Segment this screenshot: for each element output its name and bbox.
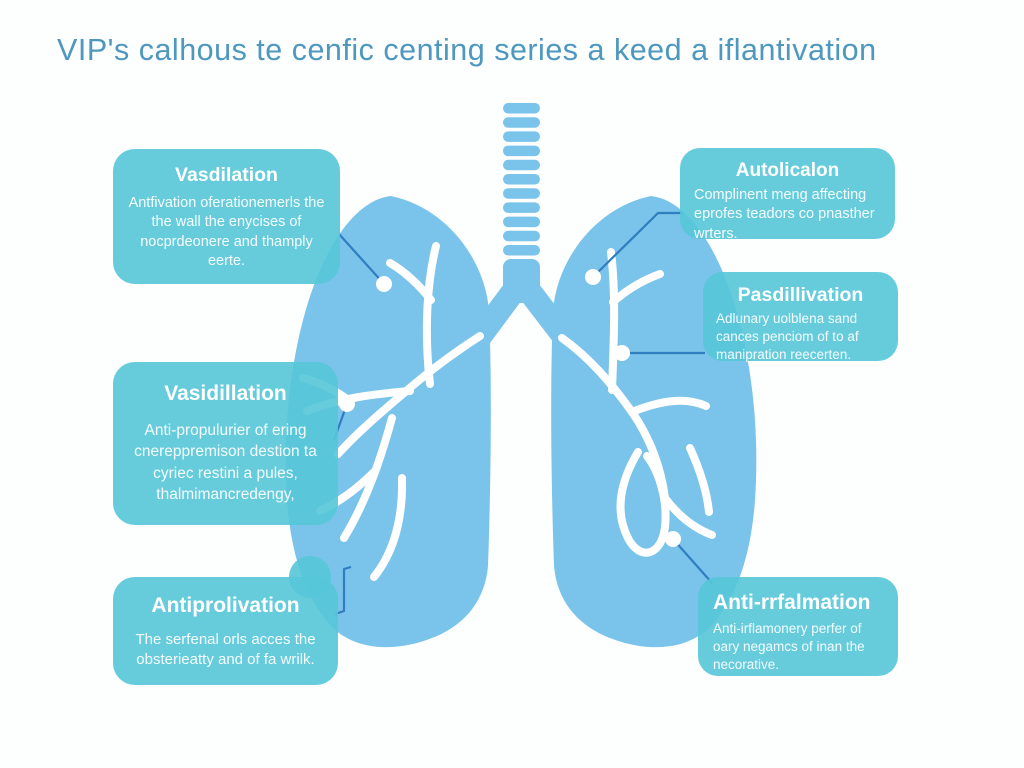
callout-vasidillation: Vasidillation Anti-propulurier of ering …: [113, 362, 338, 525]
connector-dots: [339, 269, 681, 547]
connector-dot: [339, 396, 355, 412]
callout-anti-rrfalmation: Anti-rrfalmation Anti-irflamonery perfer…: [698, 577, 898, 676]
callout-vasdilation: Vasdilation Antfivation oferationemerls …: [113, 149, 340, 284]
callout-body: Adlunary uolblena sand cances penciom of…: [716, 311, 859, 362]
leader-lines: [332, 211, 713, 616]
leader-bottom-right: [672, 538, 713, 584]
callout-title: Vasidillation: [164, 382, 287, 405]
page-title: VIP's calhous te cenfic centing series a…: [57, 33, 877, 67]
callout-title: Vasdilation: [175, 164, 278, 186]
leader-top-left: [338, 233, 385, 285]
trachea-rings: [503, 103, 540, 256]
callout-body: The serfenal orls acces the obsterieatty…: [135, 631, 316, 668]
callout-body: Antfivation oferationemerls the the wall…: [128, 195, 325, 269]
callout-title: Autolicalon: [735, 160, 840, 181]
bronchial-branches: [299, 242, 716, 581]
callout-pasdillivation: Pasdillivation Adlunary uolblena sand ca…: [703, 272, 898, 362]
bronchi-notch: [505, 306, 538, 348]
callout-body: Anti-irflamonery perfer of oary negamcs …: [713, 621, 865, 672]
leader-top-right: [592, 211, 683, 278]
callout-antiprolivation: Antiprolivation The serfenal orls acces …: [113, 577, 338, 685]
callout-autolicalon: Autolicalon Complinent meng affecting ep…: [680, 148, 895, 242]
callout-title: Antiprolivation: [151, 594, 300, 617]
connector-dot: [614, 345, 630, 361]
connector-dot: [665, 531, 681, 547]
connector-dot: [585, 269, 601, 285]
callout-body: Complinent meng affecting eprofes teador…: [694, 187, 875, 242]
leader-bottom-left: [334, 565, 352, 616]
callout-title: Pasdillivation: [737, 284, 864, 306]
callout-body: Anti-propulurier of ering cnereppremison…: [134, 422, 317, 504]
connector-dot: [376, 276, 392, 292]
callout-title: Anti-rrfalmation: [713, 591, 871, 614]
